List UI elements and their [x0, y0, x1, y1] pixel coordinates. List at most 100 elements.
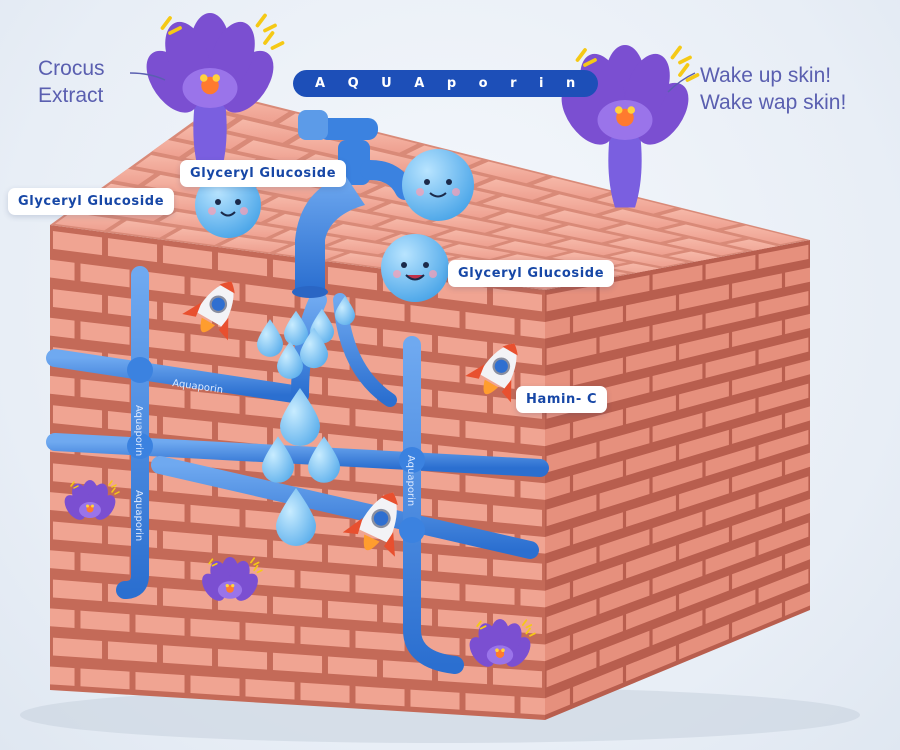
brick: [217, 309, 268, 333]
brick: [437, 609, 488, 630]
brick: [437, 335, 488, 359]
brick: [494, 241, 568, 257]
brick: [573, 357, 623, 386]
brick: [546, 599, 597, 634]
brick: [758, 568, 809, 603]
aquaporin-title-pill: A Q U A p o r i n: [293, 70, 599, 97]
brick: [599, 630, 650, 667]
brick: [245, 679, 295, 700]
brick: [545, 316, 570, 344]
pipe-text: Aquaporin: [133, 490, 144, 541]
brick: [327, 266, 378, 291]
brick: [410, 579, 460, 601]
brick: [217, 422, 268, 445]
brick: [382, 660, 433, 681]
brick: [545, 582, 570, 617]
crocus-flower-icon: [202, 557, 263, 601]
brick: [491, 227, 566, 245]
brick: [732, 602, 782, 638]
brick: [785, 490, 810, 522]
brick: [652, 412, 703, 443]
brick: [217, 252, 268, 277]
brick: [652, 363, 703, 392]
brick: [758, 383, 809, 413]
brick: [705, 254, 756, 280]
brick: [410, 689, 460, 710]
brick: [162, 416, 213, 440]
brick: [723, 225, 804, 245]
brick: [110, 220, 177, 238]
brick: [437, 499, 488, 522]
brick: [492, 288, 543, 312]
pipe-joints: [127, 357, 425, 543]
brick: [190, 618, 240, 640]
brick: [50, 548, 75, 571]
brick: [626, 545, 676, 579]
brick: [327, 600, 378, 622]
brick: [732, 414, 782, 444]
glyceryl-glucoside-label: Glyceryl Glucoside: [448, 260, 615, 287]
brick: [785, 262, 810, 288]
brick: [437, 554, 488, 576]
brick: [550, 239, 626, 256]
rocket-icon: [465, 343, 518, 403]
brick: [469, 161, 547, 184]
brick: [272, 540, 323, 562]
brick: [300, 626, 350, 648]
brick: [599, 529, 650, 562]
brick: [300, 570, 350, 592]
water-droplet-icon: [280, 388, 320, 446]
brick: [663, 224, 743, 243]
brick: [107, 641, 158, 663]
brick: [435, 230, 509, 247]
brick: [144, 174, 214, 195]
brick: [50, 256, 75, 281]
brick: [573, 460, 623, 492]
brick: [165, 228, 233, 246]
brick: [162, 645, 213, 667]
brick: [520, 426, 545, 449]
brick: [50, 664, 75, 686]
brick: [539, 194, 616, 215]
brick: [245, 622, 295, 644]
brick: [410, 414, 460, 438]
brick: [135, 672, 185, 693]
brick: [758, 337, 809, 365]
brick: [626, 445, 676, 476]
brick: [652, 314, 703, 341]
brick: [785, 307, 810, 335]
brick: [652, 265, 703, 291]
brick: [546, 651, 597, 688]
brick: [679, 575, 729, 610]
rocket-icon: [342, 492, 398, 557]
brick: [545, 476, 570, 508]
brick: [492, 559, 543, 581]
brick: [599, 478, 650, 510]
brick: [520, 480, 545, 503]
brick: [492, 667, 543, 688]
brick: [355, 686, 405, 707]
brick: [705, 350, 756, 378]
brick: [220, 236, 289, 253]
brick: [80, 321, 130, 345]
water-droplet-icon: [262, 436, 294, 483]
brick: [626, 295, 676, 322]
glyceryl-glucoside-label: Glyceryl Glucoside: [180, 160, 347, 187]
brick: [660, 209, 740, 229]
brick: [705, 398, 756, 428]
brick: [190, 504, 240, 527]
brick: [410, 469, 460, 492]
brick: [327, 656, 378, 677]
brick: [50, 314, 75, 339]
water-droplets: [257, 296, 355, 546]
brick: [705, 541, 756, 575]
brick: [652, 462, 703, 494]
brick: [476, 179, 553, 200]
brick: [545, 635, 570, 671]
brick: [162, 588, 213, 610]
brick: [135, 614, 185, 636]
brick: [605, 224, 683, 243]
smiling-water-drop-character: [195, 172, 261, 238]
brick: [520, 642, 545, 663]
brick: [545, 688, 570, 720]
